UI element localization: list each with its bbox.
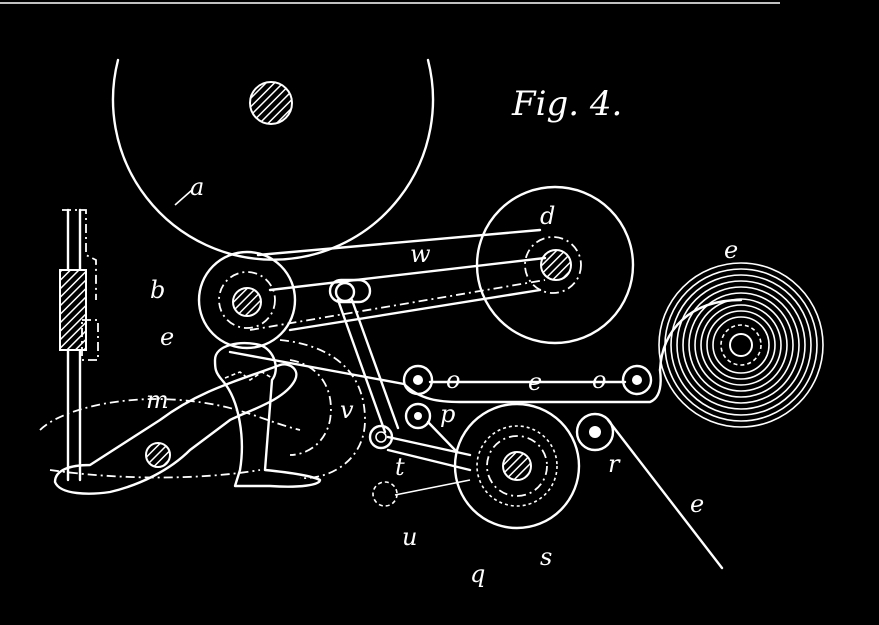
label-o-left: o: [446, 366, 460, 394]
label-b: b: [150, 276, 165, 304]
cam-v: [213, 339, 366, 488]
guide-roller-o-right: [621, 364, 653, 396]
vertical-rod: [59, 208, 99, 482]
label-a: a: [190, 173, 204, 201]
label-d: d: [540, 202, 555, 230]
label-o-right: o: [592, 366, 606, 394]
tape-e: [228, 298, 743, 570]
roller-b: [197, 250, 297, 350]
figure-title: Fig. 4.: [511, 84, 622, 124]
gear-q: [372, 402, 581, 530]
label-r: r: [608, 450, 621, 478]
label-s: s: [540, 543, 552, 571]
label-t: t: [395, 453, 405, 481]
label-m: m: [146, 386, 169, 414]
label-e-mid: e: [528, 368, 542, 396]
label-e-coil: e: [724, 236, 738, 264]
guide-roller-o-left: [402, 364, 434, 396]
label-u: u: [402, 523, 417, 551]
label-q: q: [470, 560, 485, 588]
lever-m: [39, 363, 301, 495]
wheel-a: [111, 58, 435, 261]
label-p: p: [440, 400, 455, 428]
label-w: w: [410, 240, 431, 268]
roller-r: [575, 412, 615, 452]
roller-p: [404, 402, 432, 430]
label-v: v: [340, 396, 354, 424]
link-w: [249, 228, 547, 332]
tape-coil: [658, 262, 824, 428]
label-e-left: e: [160, 323, 174, 351]
label-e-tail: e: [690, 490, 704, 518]
